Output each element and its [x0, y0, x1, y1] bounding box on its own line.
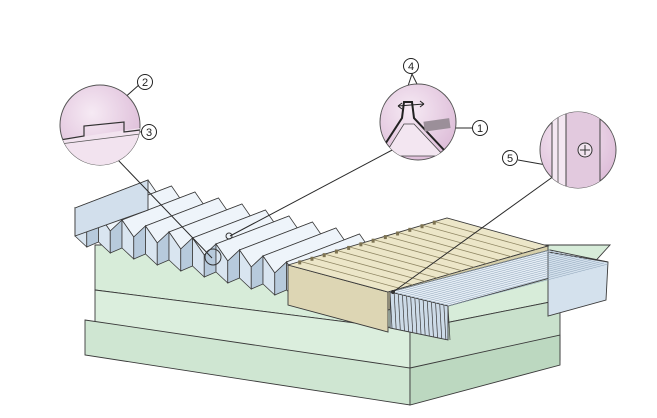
magnifier-ridge-detail — [225, 83, 457, 240]
ridge-profile — [380, 101, 445, 153]
slat-notch — [334, 249, 338, 254]
slat-notch — [408, 227, 412, 232]
bellows-pleat-ridge — [406, 253, 567, 297]
bellows-pleat — [402, 294, 405, 331]
slat-groove — [434, 221, 536, 250]
bellows-pleat-ridge — [447, 263, 609, 307]
slat-groove — [397, 232, 499, 261]
callout-4-label: 4 — [408, 61, 414, 73]
slat-groove — [385, 235, 487, 265]
callout-1: 1 — [472, 120, 488, 136]
bellows-pleat — [422, 299, 426, 335]
callout-2-label: 2 — [142, 77, 148, 89]
right-bellows-pleats — [389, 249, 609, 341]
callout-3: 3 — [141, 124, 157, 140]
bellows-pleat-ridge — [443, 262, 604, 306]
callout-4: 4 — [403, 58, 419, 74]
slat-groove — [349, 246, 450, 275]
seam-profile — [60, 121, 140, 141]
slat-groove — [373, 239, 475, 268]
slat-notch — [432, 220, 436, 225]
callout-3-label: 3 — [146, 127, 152, 139]
right-bellows — [389, 249, 609, 341]
slat-grooves — [298, 220, 536, 289]
slat-groove — [361, 242, 462, 272]
bellows-pleat — [397, 293, 401, 330]
bellows-pleat-ridge — [389, 249, 551, 293]
slat-notch — [347, 245, 351, 250]
slat-notch — [371, 238, 375, 243]
target-ring-1 — [204, 248, 222, 266]
leader-line-m3 — [392, 175, 555, 293]
leader-line-m1 — [117, 159, 213, 259]
bellows-pleat-ridge — [418, 256, 580, 300]
bellows-end-cap — [74, 179, 149, 237]
bellows-pleat — [443, 304, 447, 340]
slat-notch — [359, 242, 363, 247]
bellows-pleat — [410, 296, 414, 333]
magnifier-seam-detail — [59, 84, 222, 266]
bellows-pleat — [406, 295, 409, 332]
bellows-pleat-ridge — [427, 258, 588, 302]
slat-notch — [322, 253, 326, 258]
callout-5: 5 — [502, 150, 518, 166]
bellows-pleat — [393, 292, 397, 329]
slat-groove — [336, 250, 438, 279]
mesh-strip — [423, 118, 451, 132]
slat-groove — [312, 257, 413, 286]
bellows-pleat — [435, 302, 438, 338]
bellows-pleat-ridge — [439, 261, 600, 305]
base-right-plinth — [409, 334, 561, 406]
callout-1-label: 1 — [477, 123, 483, 135]
callout-2: 2 — [137, 74, 153, 90]
bellows-pleat-ridge — [435, 260, 596, 304]
target-dot-3 — [391, 290, 395, 294]
slat-notch — [420, 224, 424, 229]
bellows-pleat — [431, 301, 434, 337]
bellows-pleat-ridge — [394, 250, 555, 294]
bellows-pleat-ridge — [423, 257, 584, 301]
slat-groove — [422, 224, 524, 254]
bellows-pleat — [426, 300, 430, 336]
bellows-pleat — [418, 298, 422, 335]
slat-notch — [310, 256, 314, 261]
bellows-pleat-ridge — [410, 254, 571, 298]
slat-notch — [396, 231, 400, 236]
left-bellows — [74, 179, 384, 302]
bellows-pleat — [414, 297, 418, 334]
leader-line-m2 — [229, 147, 397, 237]
bellows-pleat-ridge — [398, 251, 559, 295]
target-ring-2 — [225, 232, 233, 240]
bellows-pleat — [389, 291, 393, 329]
slat-groove — [300, 260, 401, 289]
bellows-pleat-ridge — [402, 252, 563, 296]
bellows-pleat — [447, 305, 451, 341]
slat-notch — [383, 235, 387, 240]
callout-5-label: 5 — [507, 153, 513, 165]
slat-notch — [298, 260, 302, 265]
bellows-pleat-ridge — [414, 255, 575, 299]
bellows-pleat-ridge — [431, 259, 592, 303]
bellows-pleat — [439, 303, 443, 339]
magnifier-fastener-detail — [391, 111, 617, 294]
slat-groove — [324, 253, 426, 282]
